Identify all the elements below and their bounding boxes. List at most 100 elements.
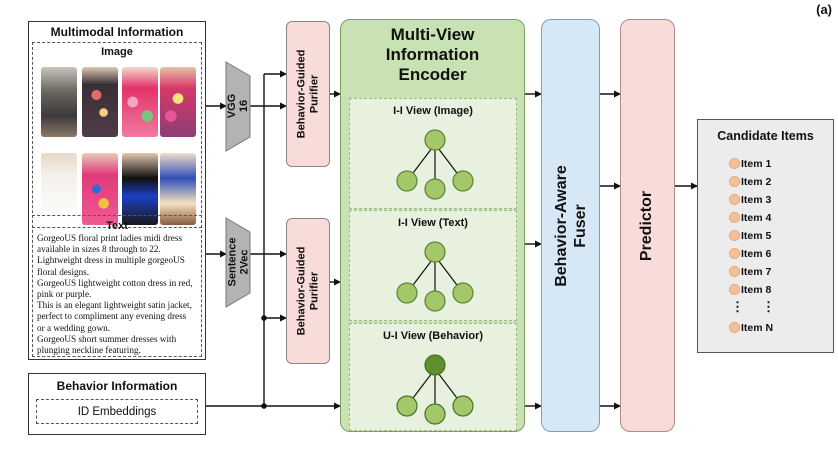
view-text-graph <box>396 241 474 312</box>
mvie-title-line2: Information <box>385 45 480 64</box>
candidate-item: Item 8 <box>698 281 838 299</box>
candidate-dot <box>729 194 740 205</box>
candidate-dot <box>729 176 740 187</box>
graph-node <box>452 395 474 417</box>
mvie-title-line3: Encoder <box>398 65 467 84</box>
text-line: This is an elegant lightweight satin jac… <box>37 300 192 311</box>
graph-node-user <box>424 354 446 376</box>
candidate-item-label: Item 8 <box>741 284 772 296</box>
multi-view-information-encoder: Multi-View Information Encoder I-I View … <box>340 19 525 432</box>
sentence2vec-encoder: Sentence 2Vec <box>210 238 266 287</box>
candidate-item: Item 2 <box>698 173 838 191</box>
predictor-label: Predictor <box>638 190 656 261</box>
view-behavior-graph <box>396 354 474 425</box>
candidate-item: Item 4 <box>698 209 838 227</box>
id-embeddings-label: ID Embeddings <box>77 405 157 418</box>
graph-node <box>396 170 418 192</box>
sentence2vec-encoder-shape <box>225 217 251 308</box>
candidate-dot <box>729 284 740 295</box>
text-line: perfect to compliment any evening dress <box>37 311 187 322</box>
candidate-dot <box>729 158 740 169</box>
graph-node <box>424 290 446 312</box>
vgg16-label: VGG 16 <box>226 93 250 119</box>
product-photo <box>41 67 77 137</box>
graph-node <box>396 282 418 304</box>
panel-label: (a) <box>816 2 832 17</box>
fuser-label-line2: Fuser <box>571 203 589 248</box>
mvie-title-line1: Multi-View <box>390 25 475 44</box>
2vec-label: 2Vec <box>237 249 250 275</box>
id-embeddings-box: ID Embeddings <box>36 399 198 424</box>
graph-node <box>452 170 474 192</box>
view-text-label: I-I View (Text) <box>398 217 468 229</box>
candidate-items-title: Candidate Items <box>717 129 814 143</box>
candidate-item-label: Item 5 <box>741 230 772 242</box>
graph-node <box>424 178 446 200</box>
graph-node <box>424 129 446 151</box>
view-behavior-label: U-I View (Behavior) <box>382 330 484 342</box>
fuser-label-line1: Behavior-Aware <box>552 164 570 287</box>
product-photo <box>41 153 77 225</box>
predictor: Predictor <box>620 19 675 432</box>
graph-node <box>396 395 418 417</box>
view-text: I-I View (Text) <box>349 210 517 321</box>
image-title: Image <box>101 46 133 58</box>
candidate-dot <box>729 248 740 259</box>
candidate-item-label: Item 1 <box>741 158 772 170</box>
purifier-label-line1: Behavior-Guided <box>295 246 307 336</box>
purifier-bottom: Behavior-Guided Purifier <box>286 218 330 364</box>
image-box: Image <box>32 42 202 228</box>
candidate-item-label: Item 7 <box>741 266 772 278</box>
graph-node <box>424 241 446 263</box>
product-photo <box>160 67 196 137</box>
text-line: GorgeoUS floral print ladies midi dress <box>37 233 183 243</box>
multimodal-info-box: Multimodal Information Image Text Gorgeo… <box>28 21 206 360</box>
view-image: I-I View (Image) <box>349 98 517 209</box>
candidate-dot <box>729 266 740 277</box>
text-line: GorgeoUS lightweight cotton dress in red… <box>37 277 193 288</box>
sentence-label: Sentence <box>225 237 238 287</box>
vgg16-encoder-shape <box>225 61 251 152</box>
text-title: Text <box>106 220 128 232</box>
purifier-label-line2: Purifier <box>308 271 320 311</box>
multimodal-info-title: Multimodal Information <box>50 25 184 39</box>
candidate-ellipsis: ⋮ ⋮ <box>698 299 838 317</box>
candidate-dot <box>729 212 740 223</box>
behavior-aware-fuser: Behavior-Aware Fuser <box>541 19 600 432</box>
candidate-item-label: Item 3 <box>741 194 772 206</box>
candidate-dot <box>729 230 740 241</box>
candidate-item: Item 5 <box>698 227 838 245</box>
text-line: GorgeoUS short summer dresses with <box>37 333 177 344</box>
purifier-label-line2: Purifier <box>308 74 320 114</box>
junction-dot <box>261 315 267 321</box>
product-photo <box>122 67 158 137</box>
product-photo <box>160 153 196 225</box>
candidate-item-label: Item 2 <box>741 176 772 188</box>
junction-dot <box>261 403 267 409</box>
graph-node <box>452 282 474 304</box>
purifier-top: Behavior-Guided Purifier <box>286 21 330 167</box>
candidate-item-label: Item 4 <box>741 212 772 224</box>
view-image-graph <box>396 129 474 200</box>
candidate-item: Item 3 <box>698 191 838 209</box>
product-photo <box>82 67 118 137</box>
behavior-info-title: Behavior Information <box>56 379 178 393</box>
ellipsis-dots: ⋮ <box>731 299 744 314</box>
candidate-item: Item 7 <box>698 263 838 281</box>
candidate-item: Item N <box>698 319 838 337</box>
candidate-dot <box>729 322 740 333</box>
candidate-item-label: Item N <box>741 322 774 334</box>
text-line: floral designs. <box>37 266 90 277</box>
behavior-info-box: Behavior Information ID Embeddings <box>28 373 206 435</box>
product-photo <box>82 153 118 225</box>
candidate-item: Item 6 <box>698 245 838 263</box>
purifier-label-line1: Behavior-Guided <box>295 49 307 139</box>
text-line: or a wedding gown. <box>37 322 110 333</box>
text-body: GorgeoUS floral print ladies midi dress … <box>37 233 193 356</box>
text-line: plunging neckline featuring. <box>37 345 141 356</box>
candidate-item: Item 1 <box>698 155 838 173</box>
graph-node <box>424 403 446 425</box>
candidate-item-label: Item 6 <box>741 248 772 260</box>
text-box: Text GorgeoUS floral print ladies midi d… <box>32 215 202 357</box>
